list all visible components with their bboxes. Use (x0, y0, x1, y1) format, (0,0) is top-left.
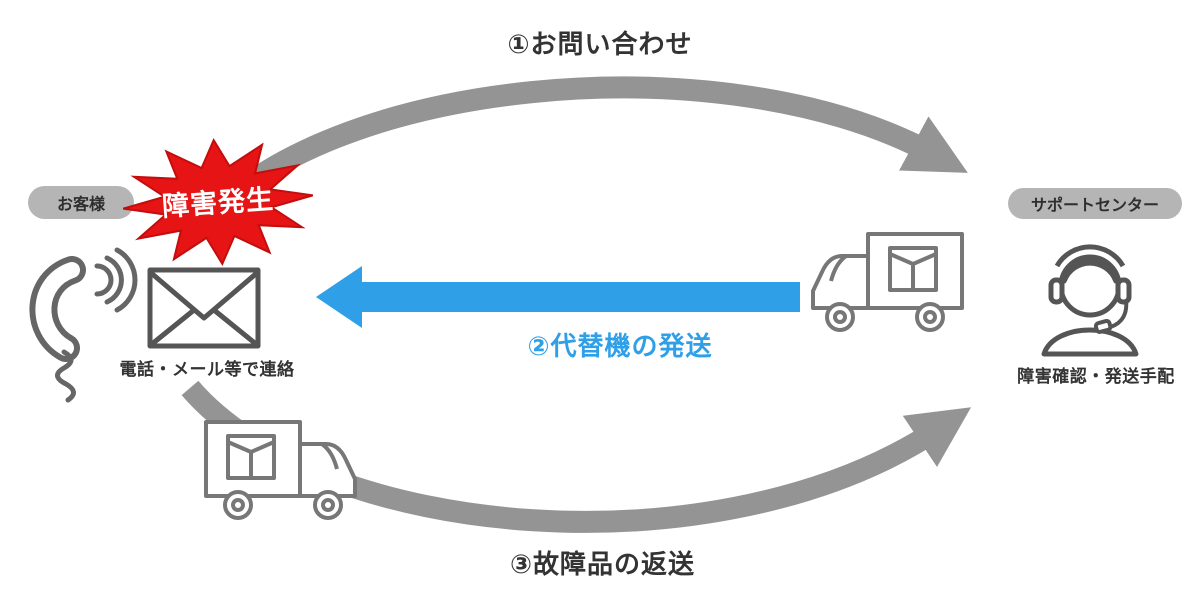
arrow-step1 (191, 76, 968, 235)
support-badge-label: サポートセンター (1031, 196, 1159, 215)
step1-label: ①お問い合わせ (507, 30, 693, 60)
support-caption: 障害確認・発送手配 (1017, 367, 1175, 387)
support-badge: サポートセンター (1008, 188, 1182, 219)
truck-return-icon (204, 420, 357, 520)
customer-caption: 電話・メール等で連絡 (119, 360, 295, 380)
step2-label: ②代替機の発送 (527, 332, 713, 362)
phone-icon (29, 247, 138, 403)
envelope-icon (147, 267, 261, 349)
alert-burst-label: 障害発生 (161, 183, 275, 223)
step3-label: ③故障品の返送 (509, 550, 695, 580)
operator-headset-icon (1041, 244, 1139, 357)
truck-delivery-icon (811, 232, 964, 332)
arrow-step2 (316, 266, 800, 328)
customer-badge: お客様 (28, 186, 134, 219)
customer-badge-label: お客様 (57, 195, 106, 214)
alert-burst-icon: 障害発生 (122, 137, 314, 267)
